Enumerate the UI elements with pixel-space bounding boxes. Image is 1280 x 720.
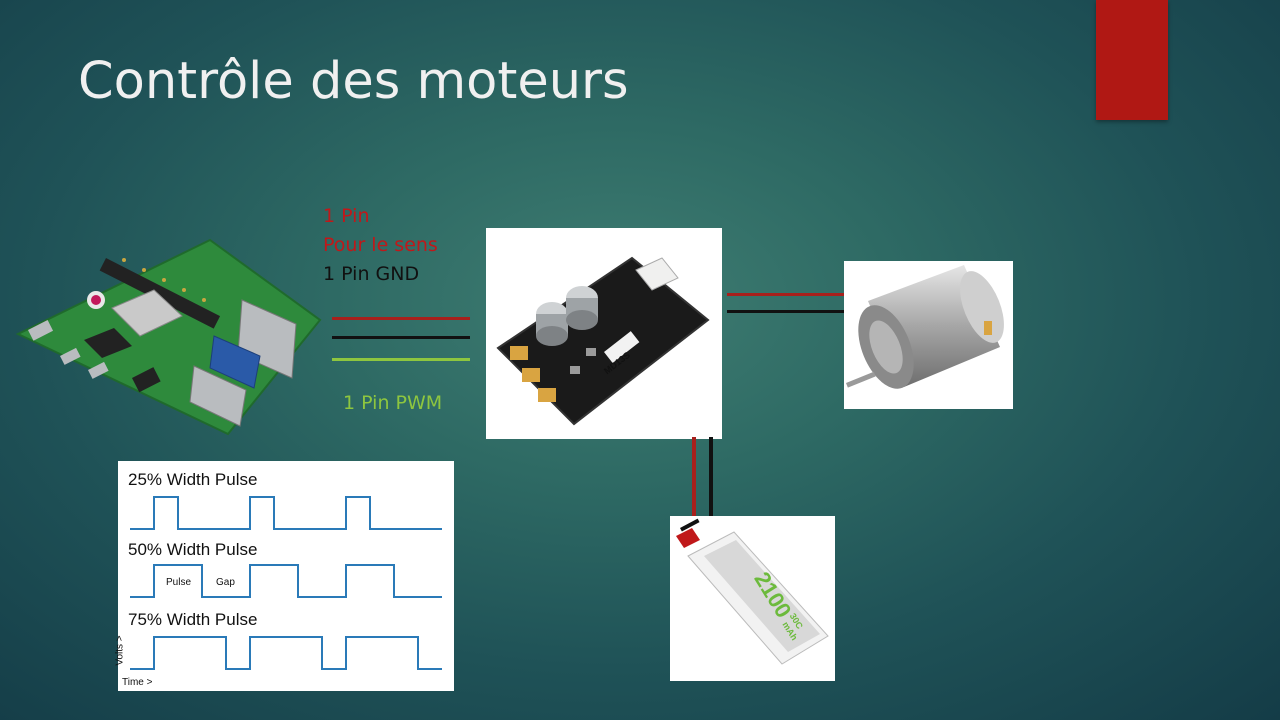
pwm-diagram: 25% Width Pulse 50% Width Pulse 75% Widt… (115, 461, 454, 691)
motor-driver-board-icon (496, 256, 710, 426)
dc-motor-panel (844, 261, 1013, 409)
wire-gnd-black (332, 336, 470, 339)
motor-driver-panel: MD13S (486, 228, 722, 439)
label-pin-pwm: 1 Pin PWM (343, 392, 443, 414)
wire-battery-black (709, 437, 713, 517)
label-pin-direction-1: 1 Pin (323, 205, 370, 227)
dc-motor-icon (845, 265, 1004, 389)
label-pin-gnd: 1 Pin GND (323, 263, 420, 285)
pwm-label-25: 25% Width Pulse (128, 470, 258, 489)
pwm-label-50: 50% Width Pulse (128, 540, 258, 559)
battery-panel: 2100 30C mAh (670, 516, 835, 681)
pwm-gap-label: Gap (216, 577, 235, 588)
red-accent-tab (1096, 0, 1168, 120)
label-pin-direction-2: Pour le sens (323, 234, 438, 256)
pwm-waveforms (130, 496, 442, 670)
lipo-battery-icon (676, 518, 829, 665)
wire-direction-red (332, 317, 470, 320)
pwm-wave-25 (130, 496, 442, 530)
raspberry-pi-board-icon (15, 238, 322, 436)
wire-motor-red (727, 293, 847, 296)
pwm-x-axis-label: Time > (122, 677, 153, 688)
wire-pwm-green (332, 358, 470, 361)
pwm-pulse-label: Pulse (166, 577, 192, 588)
wire-motor-black (727, 310, 847, 313)
wire-battery-red (692, 437, 696, 517)
pwm-label-75: 75% Width Pulse (128, 610, 258, 629)
slide-title: Contrôle des moteurs (78, 52, 629, 111)
pwm-wave-75 (130, 636, 442, 670)
pwm-wave-50 (130, 564, 442, 598)
